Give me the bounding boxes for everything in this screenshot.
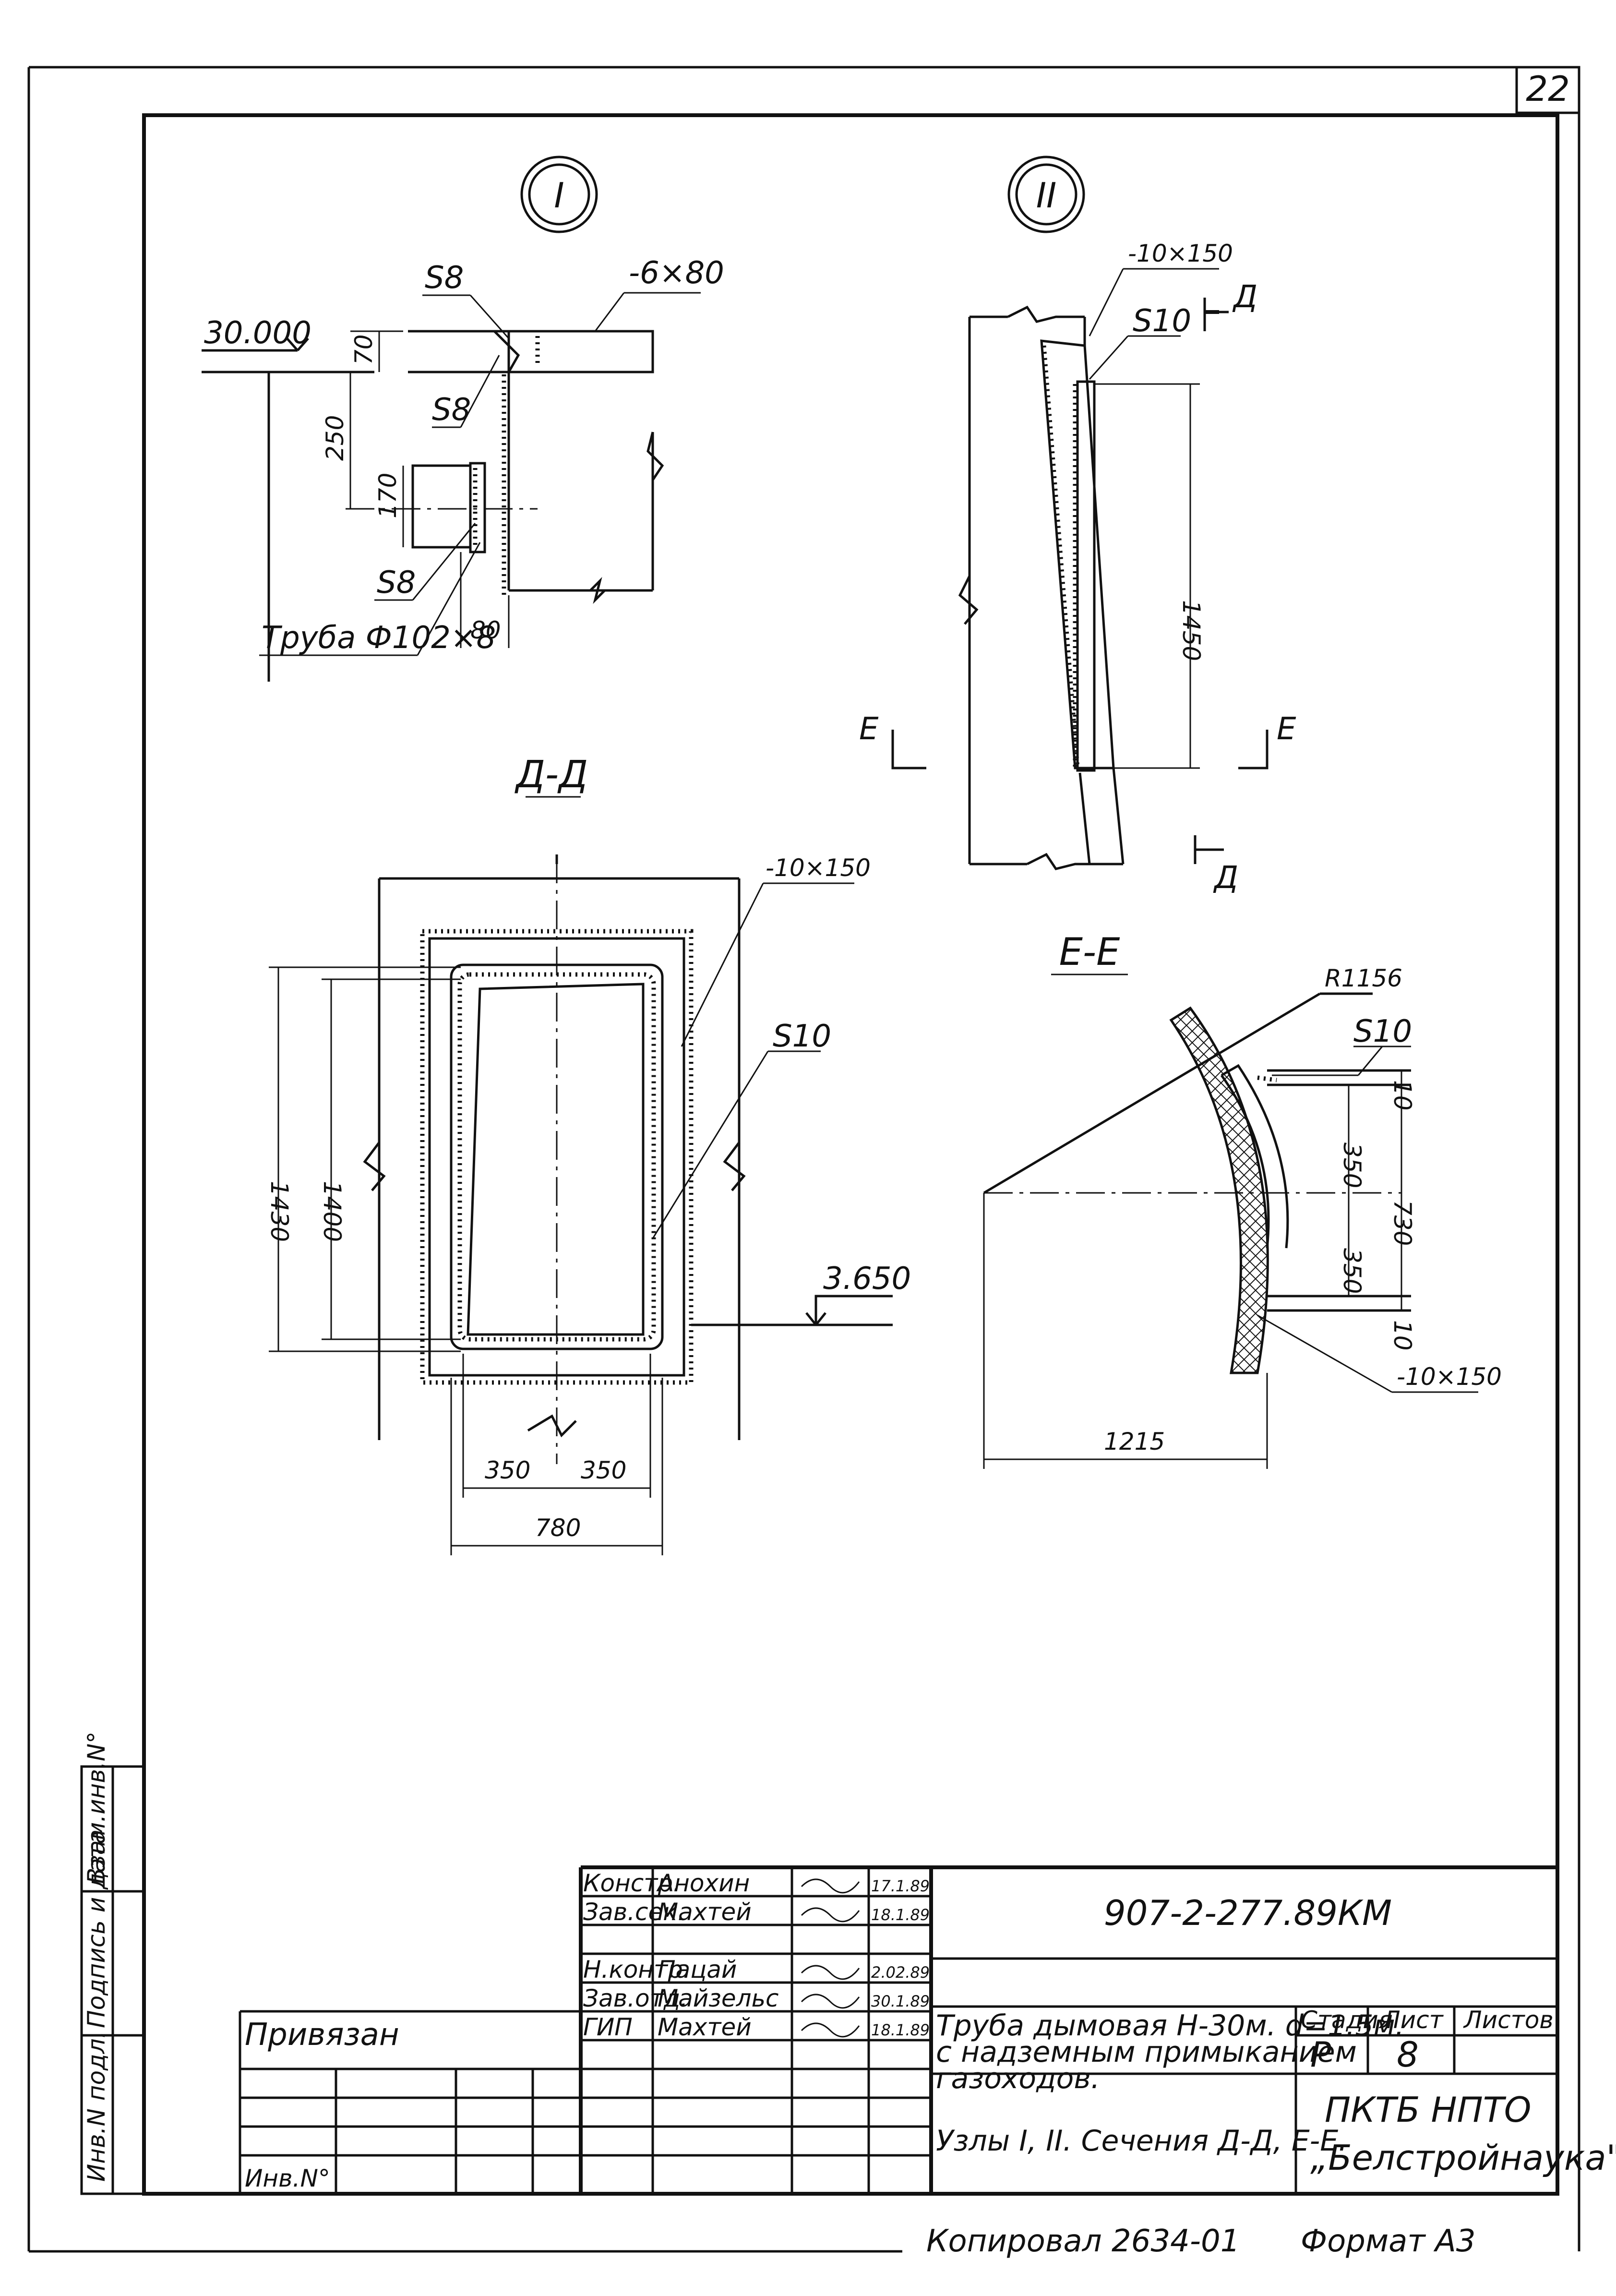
- section-ee-plate: -10×150: [1397, 1363, 1502, 1391]
- node2-plate: -10×150: [1128, 240, 1233, 267]
- node2-cut-e-left: Е: [859, 711, 879, 747]
- svg-text:350: 350: [1338, 1142, 1366, 1188]
- inner-frame: [142, 113, 1559, 2196]
- svg-text:1400: 1400: [318, 1181, 346, 1242]
- section-ee-title: Е-Е: [1059, 931, 1120, 974]
- svg-text:Констр.: Констр.: [583, 1869, 681, 1897]
- svg-text:30.1.89: 30.1.89: [871, 1992, 930, 2010]
- svg-text:780: 780: [535, 1514, 581, 1542]
- section-dd-plate: -10×150: [766, 854, 871, 882]
- title-line-2: с надземным примыканием: [936, 2035, 1357, 2069]
- svg-text:Стадия: Стадия: [1301, 2006, 1393, 2034]
- svg-text:17.1.89: 17.1.89: [871, 1877, 930, 1895]
- page-number-box: 22: [1515, 66, 1580, 114]
- svg-text:Листов: Листов: [1463, 2006, 1554, 2034]
- side-stamp: Инв.N подл. Подпись и дата Взам.инв.N°: [80, 1731, 145, 2195]
- svg-text:2.02.89: 2.02.89: [871, 1963, 930, 1982]
- node1-weld-top: S8: [425, 260, 464, 296]
- page-number: 22: [1526, 69, 1570, 109]
- section-dd: Д-Д 1430 1400 350 350: [265, 753, 911, 1555]
- title-subtitle: Узлы I, II. Сечения Д-Д, Е-Е.: [936, 2124, 1347, 2158]
- title-line-1: Труба дымовая Н-30м. d=1.5м.: [936, 2009, 1404, 2043]
- section-dd-weld: S10: [773, 1019, 831, 1054]
- copied-by: Копировал 2634-01: [926, 2224, 1240, 2259]
- section-ee-weld: S10: [1353, 1014, 1412, 1049]
- title-line-3: газоходов.: [936, 2062, 1100, 2095]
- inv-no-label: Инв.N°: [245, 2164, 330, 2192]
- svg-text:1215: 1215: [1104, 1428, 1165, 1455]
- svg-text:Пацай: Пацай: [658, 1956, 737, 1983]
- drawing-code: 907-2-277.89КМ: [1104, 1893, 1392, 1933]
- node1-weld-mid: S8: [432, 392, 471, 428]
- sheet-value: 8: [1397, 2034, 1419, 2075]
- org-line-2: „Белстройнаука": [1310, 2138, 1616, 2178]
- svg-text:80: 80: [470, 616, 501, 644]
- svg-text:730: 730: [1389, 1200, 1416, 1246]
- svg-text:Махтей: Махтей: [658, 1898, 752, 1926]
- node-2: II 1450 -10×150 S10 Д Д Е: [859, 156, 1296, 896]
- section-dd-title: Д-Д: [515, 753, 588, 796]
- svg-text:10: 10: [1389, 1320, 1416, 1351]
- node2-cut-e-right: Е: [1277, 711, 1296, 747]
- svg-text:18.1.89: 18.1.89: [871, 2021, 930, 2039]
- node1-plate: -6×80: [629, 255, 724, 291]
- svg-text:Н.контр.: Н.контр.: [583, 1956, 691, 1983]
- svg-text:70: 70: [350, 334, 378, 365]
- privyazan-label: Привязан: [245, 2017, 399, 2053]
- svg-text:10: 10: [1389, 1080, 1416, 1111]
- svg-text:Лист: Лист: [1381, 2006, 1444, 2034]
- node-1-mark: I: [554, 175, 564, 216]
- svg-text:350: 350: [485, 1456, 530, 1484]
- svg-text:Зав.сек.: Зав.сек.: [583, 1898, 685, 1926]
- svg-text:Анохин: Анохин: [656, 1869, 750, 1897]
- svg-text:ГИП: ГИП: [583, 2013, 633, 2041]
- node2-cut-d-top: Д: [1232, 279, 1257, 315]
- node-1: I 30.000 70 250 170: [202, 156, 724, 682]
- section-ee-radius: R1156: [1325, 964, 1402, 992]
- svg-text:Майзельс: Майзельс: [658, 1984, 779, 2012]
- svg-text:1450: 1450: [1177, 600, 1205, 661]
- svg-text:Махтей: Махтей: [658, 2013, 752, 2041]
- svg-text:350: 350: [1338, 1248, 1366, 1294]
- side-label-vzam: Взам.инв.N°: [83, 1731, 110, 1884]
- title-block: Констр. Анохин 17.1.89 Зав.сек. Махтей 1…: [239, 1865, 1616, 2194]
- svg-text:170: 170: [374, 473, 402, 518]
- org-line-1: ПКТБ НПТО: [1325, 2090, 1531, 2130]
- stage-value: Р: [1310, 2034, 1331, 2075]
- node1-pipe: Труба Ф102×8: [262, 620, 496, 656]
- side-label-inv: Инв.N подл.: [83, 2031, 110, 2182]
- node2-cut-d-bottom: Д: [1213, 860, 1238, 896]
- node-2-mark: II: [1036, 175, 1056, 216]
- svg-text:1430: 1430: [265, 1181, 293, 1242]
- svg-text:250: 250: [321, 415, 349, 461]
- section-ee: Е-Е R1156 350 350 730 10 10 S10 -1: [983, 931, 1502, 1469]
- outer-frame: [27, 66, 1580, 2253]
- node1-weld-low: S8: [377, 565, 416, 601]
- svg-text:18.1.89: 18.1.89: [871, 1906, 930, 1924]
- format-label: Формат А3: [1301, 2224, 1476, 2259]
- node1-elevation: 30.000: [204, 315, 311, 351]
- section-dd-elevation: 3.650: [823, 1261, 911, 1297]
- svg-text:Зав.отд.: Зав.отд.: [583, 1984, 688, 2012]
- side-label-sign: Подпись и дата: [83, 1829, 110, 2028]
- svg-text:350: 350: [581, 1456, 626, 1484]
- node2-weld: S10: [1133, 303, 1191, 339]
